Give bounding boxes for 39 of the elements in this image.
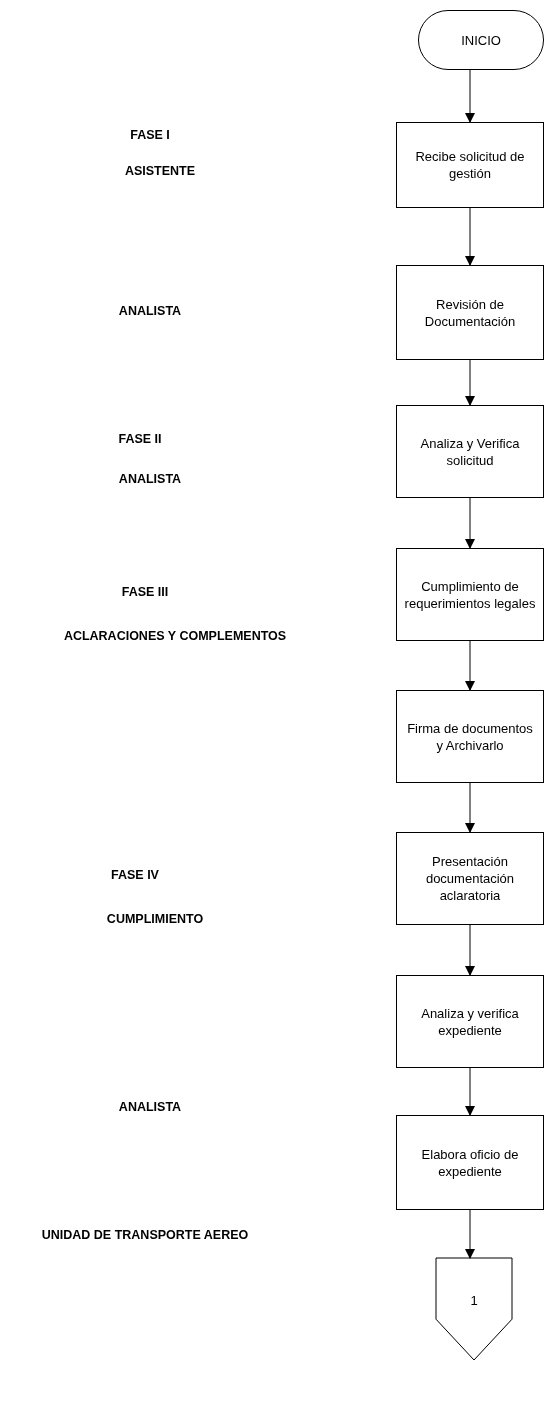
process-box [396, 405, 544, 498]
process-box [396, 122, 544, 208]
role-label: UNIDAD DE TRANSPORTE AEREO [41, 1228, 249, 1242]
terminal-shape [418, 10, 544, 70]
process-box [396, 975, 544, 1068]
node-text: Cumplimiento de requerimientos legales [403, 577, 537, 612]
node-text: Elabora oficio de expediente [420, 1145, 520, 1180]
node-text: INICIO [461, 31, 501, 49]
role-label: FASE I [130, 128, 170, 142]
process-box [396, 548, 544, 641]
node-text: 1 [470, 1291, 478, 1309]
role-label: FASE IV [111, 868, 159, 882]
arrow [465, 497, 475, 549]
arrow [465, 1209, 475, 1259]
node-text: Revisión de Documentación [423, 295, 517, 330]
role-label: FASE III [121, 585, 169, 599]
role-label: ANALISTA [118, 472, 182, 486]
process-box [396, 832, 544, 925]
node-text: Firma de documentos y Archivarlo [406, 719, 534, 754]
role-label: ASISTENTE [124, 164, 196, 178]
arrow [465, 69, 475, 123]
role-label: ACLARACIONES Y COMPLEMENTOS [63, 629, 287, 643]
node-text: Presentación documentación aclaratoria [424, 853, 516, 904]
role-label: ANALISTA [118, 1100, 182, 1114]
node-text: Analiza y verifica expediente [420, 1004, 520, 1039]
role-label: FASE II [118, 432, 162, 446]
role-label: CUMPLIMIENTO [106, 912, 204, 926]
arrow [465, 640, 475, 691]
arrow [465, 1067, 475, 1116]
node-text: Recibe solicitud de gestión [414, 148, 526, 182]
process-box [396, 690, 544, 783]
arrow [465, 207, 475, 266]
arrow [465, 782, 475, 833]
arrow [465, 359, 475, 406]
node-text: Analiza y Verifica solicitud [419, 434, 521, 469]
process-box [396, 1115, 544, 1210]
process-box [396, 265, 544, 360]
role-label: ANALISTA [118, 304, 182, 318]
arrow [465, 924, 475, 976]
